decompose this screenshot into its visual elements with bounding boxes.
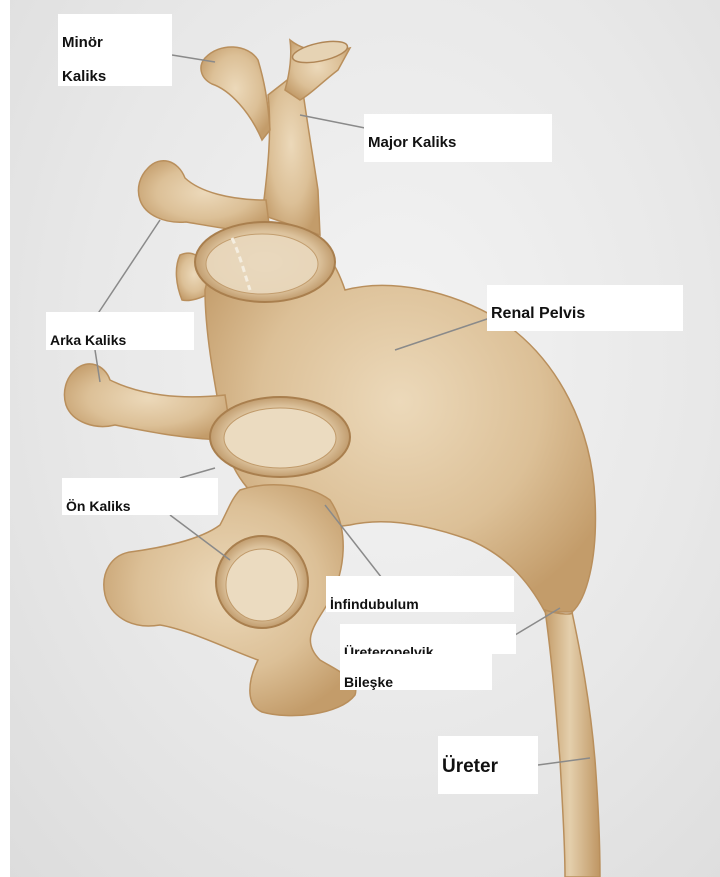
ureter-shape (545, 610, 600, 877)
label-infundibulum-text: İnfindubulum (330, 596, 510, 613)
posterior-middle-calyx-shape (64, 364, 232, 440)
label-ureter-text: Üreter (442, 756, 534, 778)
label-renal-pelvis: Renal Pelvis (487, 285, 683, 331)
posterior-upper-calyx-shape (138, 161, 270, 232)
label-ureteropelvic-junction-line1: Üreteropelvik (340, 624, 516, 654)
label-posterior-calyx: Arka Kaliks (46, 312, 194, 350)
label-ureter: Üreter (438, 736, 538, 794)
leader-major-calyx (300, 115, 365, 128)
leader-posterior-upper (95, 220, 160, 318)
label-minor-calyx-line1: Minör (62, 34, 168, 51)
label-junction-text: Bileşke (344, 674, 488, 691)
label-infundibulum: İnfindubulum (326, 576, 514, 612)
leader-anterior-upper (180, 468, 215, 478)
label-major-calyx: Major Kaliks (364, 114, 552, 162)
label-minor-calyx-line2: Kaliks (62, 68, 168, 85)
label-anterior-calyx-text: Ön Kaliks (66, 498, 214, 515)
label-minor-calyx: Minör Kaliks (58, 14, 172, 86)
label-renal-pelvis-text: Renal Pelvis (491, 305, 679, 322)
label-posterior-calyx-text: Arka Kaliks (50, 332, 190, 349)
label-major-calyx-text: Major Kaliks (368, 134, 548, 151)
label-ureteropelvic-junction-line2: Bileşke (340, 654, 492, 690)
label-anterior-calyx: Ön Kaliks (62, 478, 218, 515)
